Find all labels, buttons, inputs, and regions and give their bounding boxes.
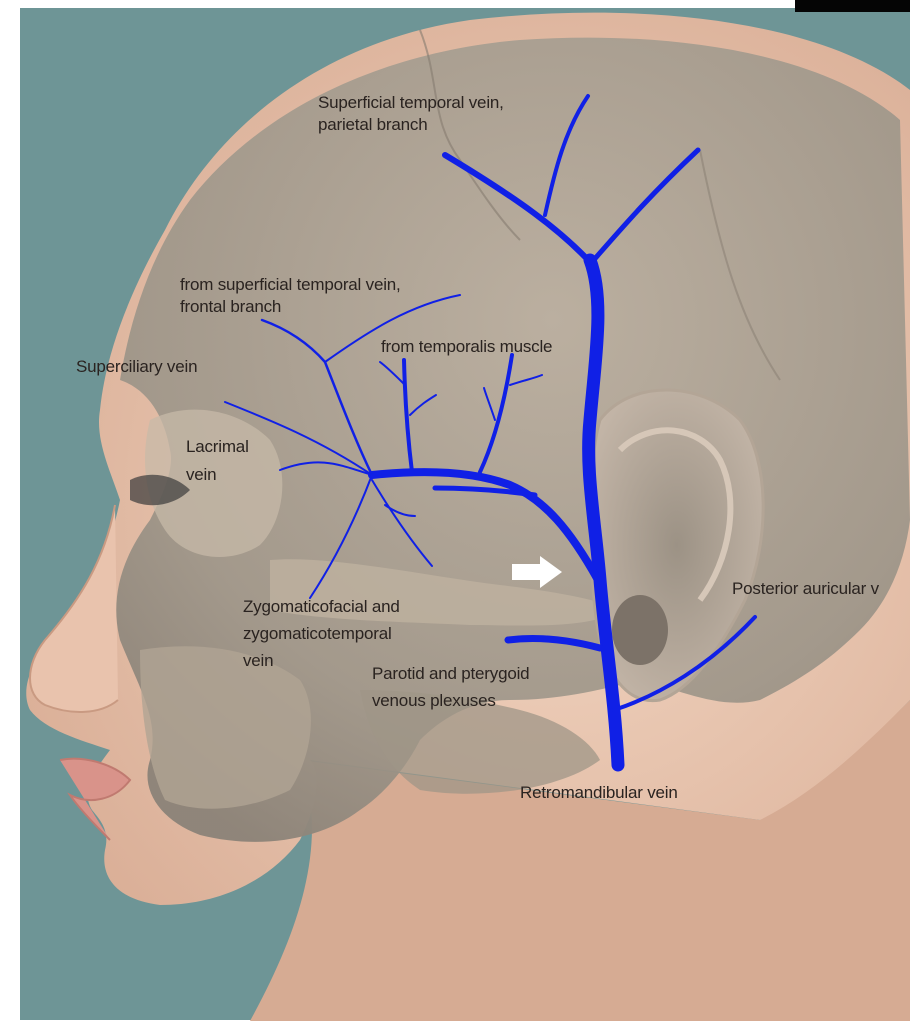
label-posterior-auricular: Posterior auricular v — [732, 579, 880, 598]
label-temporalis: from temporalis muscle — [381, 337, 552, 356]
maxilla — [140, 646, 311, 808]
label-retromandibular: Retromandibular vein — [520, 783, 678, 802]
ear-canal — [612, 595, 668, 665]
label-superciliary: Superciliary vein — [76, 357, 197, 376]
corner-block — [795, 0, 910, 12]
